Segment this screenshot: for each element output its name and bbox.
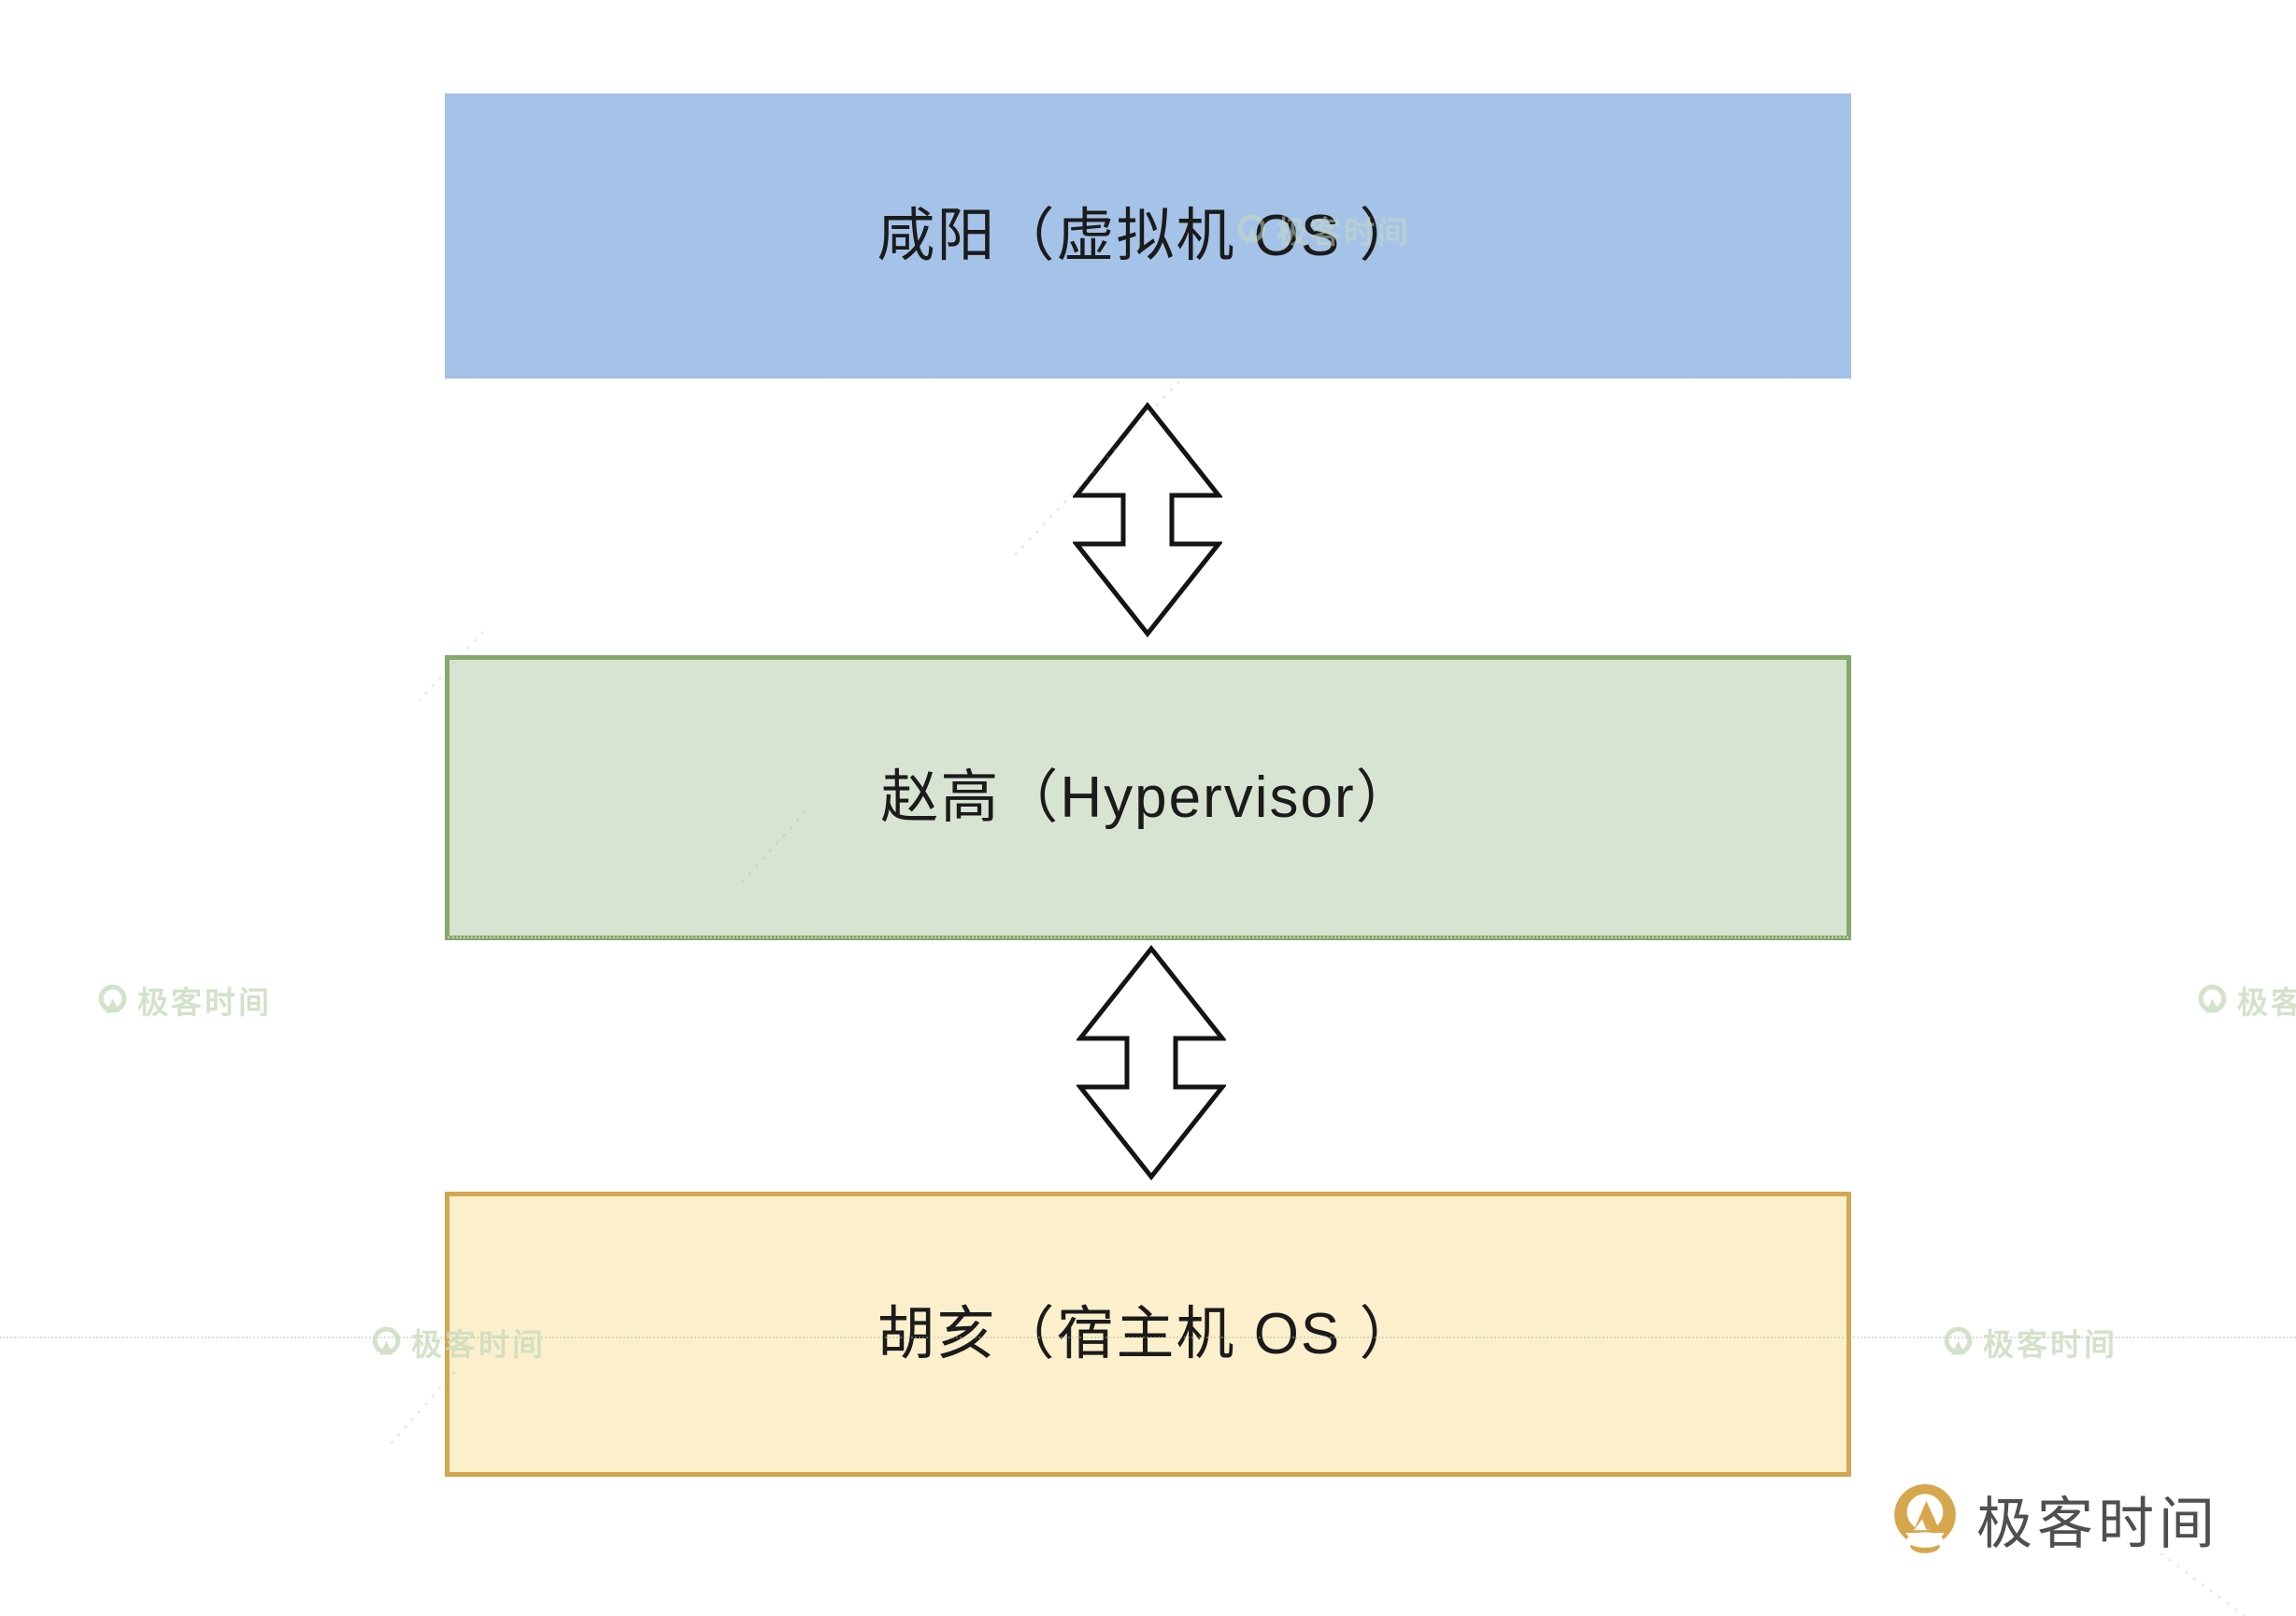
layer-host-os-label: 胡亥（宿主机 OS ）: [877, 1301, 1419, 1366]
layer-vm-os-label: 咸阳（虚拟机 OS ）: [877, 203, 1419, 268]
geektime-logo-icon: [98, 984, 127, 1013]
layer-vm-os: 咸阳（虚拟机 OS ）: [445, 93, 1851, 379]
watermark-text: 极客时间: [2237, 985, 2296, 1020]
watermark-text: 极客时间: [137, 985, 272, 1020]
geektime-logo-icon: [2198, 984, 2227, 1013]
watermark: 极客时间: [2196, 978, 2296, 1023]
layer-host-os: 胡亥（宿主机 OS ）: [445, 1192, 1851, 1477]
watermark: 极客时间: [1942, 1320, 2118, 1365]
geektime-logo-icon: [372, 1326, 401, 1355]
watermark-text: 极客时间: [1983, 1327, 2118, 1362]
brand-name: 极客时间: [1976, 1493, 2219, 1555]
watermark: 极客时间: [96, 978, 272, 1023]
layer-hypervisor-label: 赵高（Hypervisor）: [880, 765, 1416, 830]
geektime-logo-icon: [1944, 1326, 1973, 1355]
geektime-brand: 极客时间: [1890, 1479, 2219, 1560]
layer-hypervisor: 赵高（Hypervisor）: [445, 655, 1851, 940]
double-arrow-icon: [1077, 945, 1226, 1180]
double-arrow-icon: [1073, 402, 1222, 637]
geektime-logo-icon: [1894, 1483, 1956, 1557]
